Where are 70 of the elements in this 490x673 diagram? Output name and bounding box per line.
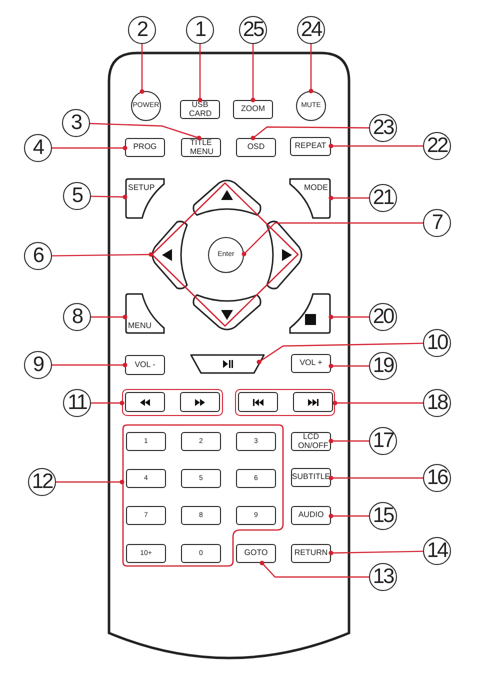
remote-button: VOL - (125, 355, 165, 375)
callout-number: 21 (369, 184, 397, 212)
remote-button: MODE (289, 178, 331, 219)
leader-line (250, 126, 369, 140)
callout-number: 19 (369, 352, 397, 380)
leader-line (328, 550, 424, 556)
remote-button: AUDIO (291, 506, 331, 525)
leader-line (140, 44, 144, 94)
callout-number: 23 (369, 114, 397, 142)
remote-button: MENU (125, 293, 165, 334)
callout-number: 2 (128, 16, 156, 44)
leader-line (328, 196, 369, 200)
leader-line (250, 44, 256, 102)
remote-button: LCD ON/OFF (291, 432, 331, 451)
remote-button: GOTO (236, 544, 276, 563)
leader-line (52, 146, 128, 150)
leader-line (242, 222, 423, 256)
leader-line (328, 476, 423, 480)
callout-number: 16 (423, 464, 451, 492)
leader-line (90, 194, 128, 200)
leader-line (260, 560, 369, 578)
callout-number: 11 (63, 389, 91, 417)
callout-number: 10 (423, 329, 451, 357)
leader-line (328, 514, 369, 518)
callout-number: 7 (423, 209, 451, 237)
leader-line (91, 400, 124, 406)
leader-line (328, 144, 423, 148)
callout-number: 17 (369, 427, 397, 455)
leader-line (256, 342, 424, 364)
remote-button: VOL + (291, 354, 331, 373)
leader-line (308, 44, 314, 94)
leader-line (328, 364, 369, 368)
callout-number: 9 (24, 351, 52, 379)
leader-line (328, 314, 369, 320)
callout-number: 4 (24, 134, 52, 162)
callout-number: 1 (186, 16, 214, 44)
leader-line (91, 314, 128, 320)
button-group-outline (122, 389, 223, 416)
remote-button: OSD (236, 138, 276, 157)
callout-number: 3 (62, 109, 90, 137)
leader-line (56, 480, 124, 484)
remote-button: PROG (125, 138, 165, 157)
leader-line (52, 362, 128, 368)
remote-button: ZOOM (233, 100, 273, 119)
callout-number: 25 (239, 16, 267, 44)
leader-line (332, 400, 423, 406)
leader-line (90, 122, 202, 140)
callout-number: 13 (369, 563, 397, 591)
remote-button: RETURN (291, 544, 331, 563)
callout-number: 20 (369, 303, 397, 331)
stop-button (289, 293, 331, 334)
remote-button: SETUP (125, 178, 165, 219)
callout-number: 22 (423, 132, 451, 160)
leader-line (52, 252, 154, 257)
callout-number: 14 (423, 537, 451, 565)
remote-button: USB CARD (180, 100, 220, 119)
leader-line (328, 438, 369, 444)
callout-number: 15 (369, 502, 397, 530)
callout-number: 24 (297, 16, 325, 44)
callout-number: 6 (24, 242, 52, 270)
callout-number: 18 (423, 389, 451, 417)
remote-button: SUBTITLE (291, 468, 331, 487)
remote-button: TITLE MENU (181, 138, 221, 157)
leader-line (198, 44, 202, 102)
callout-number: 5 (63, 182, 91, 210)
remote-button: REPEAT (290, 137, 331, 156)
callout-number: 8 (63, 303, 91, 331)
keypad-outline (122, 424, 284, 567)
callout-number: 12 (28, 468, 56, 496)
button-group-outline (235, 389, 335, 416)
